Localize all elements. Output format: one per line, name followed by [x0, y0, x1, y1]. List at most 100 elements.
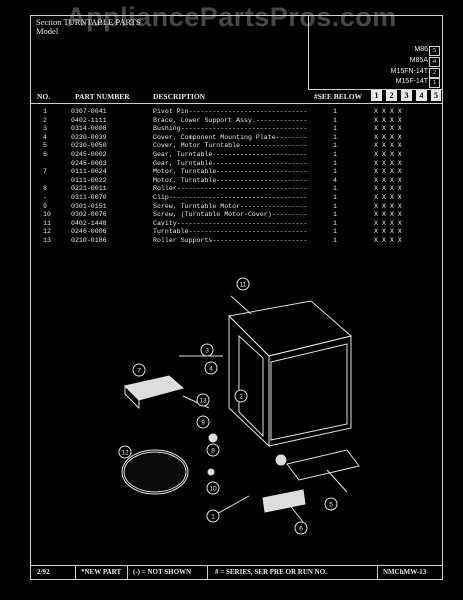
- row-part-number: 0230-0050: [71, 142, 107, 150]
- callout: 3: [200, 343, 214, 357]
- callout: 7: [132, 363, 146, 377]
- row-no: 9: [43, 202, 47, 210]
- row-qty: 1: [333, 193, 337, 201]
- row-part-number: 0111-0022: [71, 176, 107, 184]
- row-description: Cover, Component Mounting Plate--------: [153, 133, 308, 141]
- header-col: 3: [401, 90, 412, 101]
- row-qty: 1: [333, 116, 337, 124]
- row-no: 13: [43, 236, 51, 244]
- row-description: Turntable------------------------------: [153, 228, 308, 236]
- row-no: 5: [43, 142, 47, 150]
- callout: 5: [324, 497, 338, 511]
- row-qty: 1: [333, 219, 337, 227]
- footer-date: 2/92: [37, 568, 50, 576]
- roller-support: [262, 489, 306, 513]
- row-qty: 1: [333, 211, 337, 219]
- row-marks: X X X X: [374, 125, 402, 133]
- row-qty: 1: [333, 236, 337, 244]
- row-part-number: 0302-0076: [71, 211, 107, 219]
- callout: 4: [204, 361, 218, 375]
- row-marks: X X X X: [374, 211, 402, 219]
- row-marks: X X X X: [374, 202, 402, 210]
- callout: 8: [206, 443, 220, 457]
- row-marks: X X X X: [374, 108, 402, 115]
- callout-label: 10: [209, 486, 217, 493]
- row-part-number: 0246-0006: [71, 228, 107, 236]
- row-description: Brace, Lower Support Assy.-------------: [153, 116, 308, 124]
- row-no: 4: [43, 133, 47, 141]
- row-description: Bushing--------------------------------: [153, 125, 308, 133]
- footer-series: # = SERIES, SER PRE OR RUN NO.: [215, 568, 327, 576]
- model-line: Model: [36, 26, 59, 36]
- row-qty: 1: [333, 133, 337, 141]
- callout-label: 7: [137, 368, 141, 375]
- table-row: 11 0402-1448 Cavity-----------------------…: [31, 220, 442, 229]
- support-brace: [124, 375, 185, 401]
- row-description: Roller---------------------------------: [153, 185, 308, 193]
- table-header: NO. PART NUMBER DESCRIPTION #SEE BELOW 1…: [31, 89, 442, 104]
- model-num: 5: [429, 46, 440, 56]
- row-part-number: 0402-1448: [71, 219, 107, 227]
- row-description: Cover, Motor Turntable-----------------: [153, 142, 308, 150]
- row-no: 2: [43, 116, 47, 124]
- row-description: Gear, Turntable------------------------: [153, 159, 308, 167]
- callout-label: 5: [329, 502, 333, 509]
- row-qty: 1: [333, 159, 337, 167]
- callout: 1: [206, 509, 220, 523]
- turntable: [121, 449, 189, 495]
- model-num: 2: [429, 68, 440, 78]
- row-part-number: 0221-0011: [71, 185, 107, 193]
- model-name: M86: [414, 46, 428, 53]
- cavity-opening: [238, 334, 264, 438]
- callout-label: 1: [211, 514, 215, 521]
- bushing: [208, 433, 218, 443]
- header-col: 1: [371, 90, 382, 101]
- header-part: PART NUMBER: [75, 92, 130, 101]
- row-marks: X X X X: [374, 193, 402, 201]
- header-col: 4: [416, 90, 427, 101]
- row-part-number: 0301-0151: [71, 202, 107, 210]
- model-name: M15F-14T: [395, 78, 428, 85]
- model-box: M86 5 M85A 4 M15FN-14T 2 M15F-14T 1: [308, 16, 442, 90]
- table-row: 5 0230-0050 Cover, Motor Turntable--------…: [31, 142, 442, 151]
- row-no: 12: [43, 228, 51, 236]
- row-description: Cavity---------------------------------: [153, 219, 308, 227]
- footer-not-shown: (-) = NOT SHOWN: [133, 568, 192, 576]
- motor-cover: [286, 449, 360, 481]
- callout: 13: [196, 393, 210, 407]
- pivot-pin: [207, 468, 215, 476]
- row-part-number: 0245-0003: [71, 159, 107, 167]
- header-desc: DESCRIPTION: [153, 92, 206, 101]
- table-row: 0111-0022 Motor, Turntable---------------…: [31, 177, 442, 186]
- header-see: #SEE BELOW: [314, 92, 363, 101]
- row-marks: X X X X: [374, 159, 402, 167]
- row-qty: 1: [333, 202, 337, 210]
- gear: [275, 454, 287, 466]
- row-qty: 1: [333, 168, 337, 176]
- row-no: 11: [43, 219, 51, 227]
- model-num: 4: [429, 57, 440, 67]
- row-description: Roller Supports------------------------: [153, 236, 308, 244]
- row-qty: 1: [333, 142, 337, 150]
- row-no: -: [43, 193, 47, 201]
- row-part-number: 0307-0041: [71, 108, 107, 115]
- callout: 12: [118, 445, 132, 459]
- row-marks: X X X X: [374, 219, 402, 227]
- row-part-number: 0230-0039: [71, 133, 107, 141]
- row-marks: X X X X: [374, 142, 402, 150]
- row-qty: 1: [333, 228, 337, 236]
- row-description: Screw, Turntable Motor-----------------: [153, 202, 308, 210]
- row-qty: 1: [333, 150, 337, 158]
- row-no: 7: [43, 168, 47, 176]
- row-part-number: 0111-0024: [71, 168, 107, 176]
- row-marks: X X X X: [374, 176, 402, 184]
- callout: 2: [234, 389, 248, 403]
- row-description: Motor, Turntable-----------------------: [153, 176, 308, 184]
